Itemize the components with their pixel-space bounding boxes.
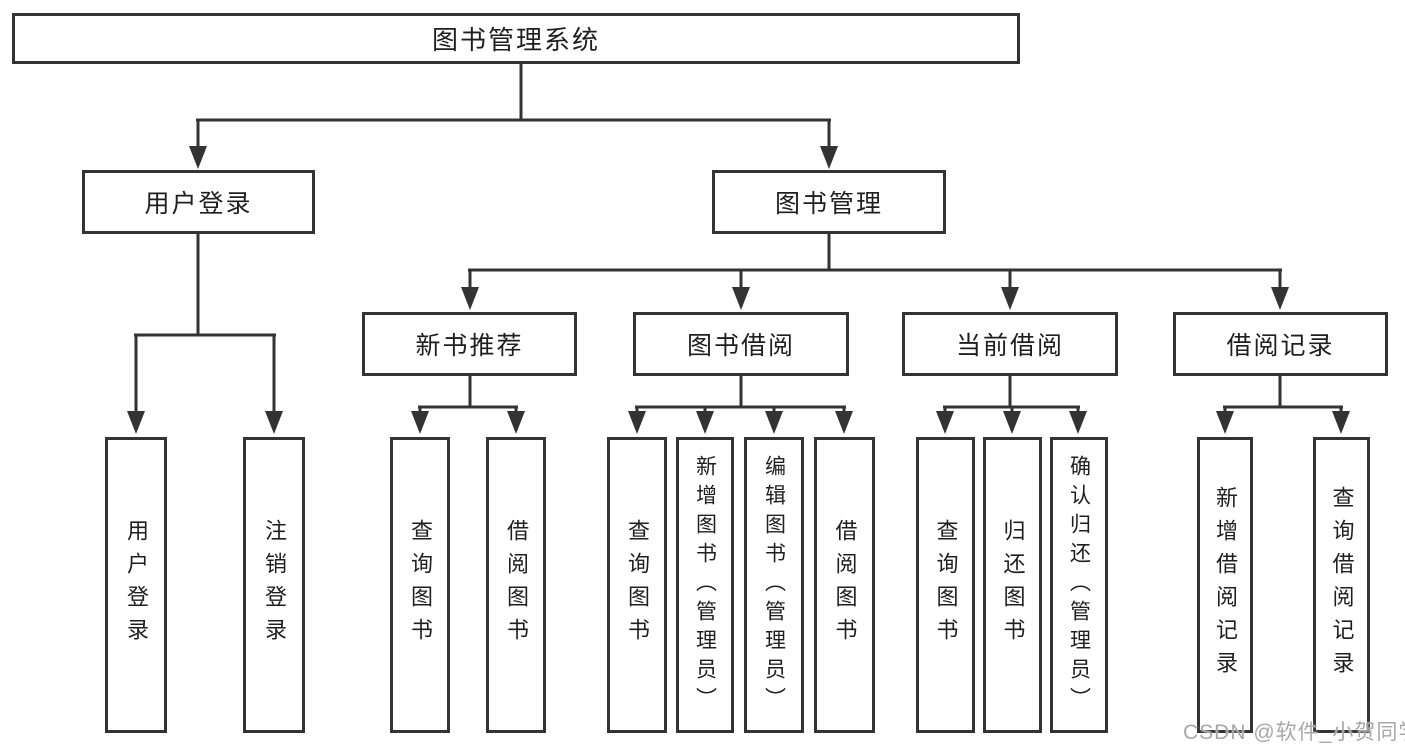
leaf-borrow-books-recommend: 借阅图书 [486,437,546,733]
leaf-add-book-admin-label: 新增图书（管理员） [693,454,717,716]
leaf-add-borrow-record-label: 新增借阅记录 [1213,486,1238,684]
connector-book-management-children [461,234,1289,310]
leaf-borrow-books-label: 借阅图书 [832,519,858,651]
leaf-return-book: 归还图书 [983,437,1042,733]
leaf-add-book-admin: 新增图书（管理员） [676,437,734,733]
leaf-logout: 注销登录 [243,437,305,733]
node-book-borrow-label: 图书借阅 [686,332,795,360]
node-user-login-label: 用户登录 [144,190,253,218]
leaf-user-login-label: 用户登录 [124,519,149,651]
leaf-borrow-books-recommend-label: 借阅图书 [504,519,529,651]
node-book-borrow: 图书借阅 [633,312,849,376]
node-book-management: 图书管理 [712,170,946,234]
node-current-borrow-label: 当前借阅 [955,332,1064,360]
connector-current-borrow-children [936,376,1087,434]
connector-root-to-level2 [189,64,838,169]
node-root-system: 图书管理系统 [12,13,1020,64]
leaf-edit-book-admin-label: 编辑图书（管理员） [762,454,786,716]
leaf-query-books-borrow-label: 查询图书 [625,519,650,651]
leaf-user-login: 用户登录 [105,437,167,733]
leaf-query-books-recommend: 查询图书 [390,437,450,733]
leaf-query-books-borrow: 查询图书 [607,437,667,733]
node-new-book-recommend-label: 新书推荐 [415,332,524,360]
leaf-borrow-books: 借阅图书 [814,437,875,733]
connector-new-book-children [411,376,525,434]
connector-book-borrow-children [628,376,853,434]
leaf-confirm-return-admin-label: 确认归还（管理员） [1067,454,1091,716]
csdn-watermark: CSDN @软件_小贺同学 [1183,721,1405,744]
node-current-borrow: 当前借阅 [902,312,1118,376]
node-user-login: 用户登录 [82,170,315,234]
leaf-add-borrow-record: 新增借阅记录 [1197,437,1253,733]
leaf-return-book-label: 归还图书 [1000,519,1026,651]
leaf-query-books-recommend-label: 查询图书 [408,519,433,651]
node-borrow-record-label: 借阅记录 [1226,332,1335,360]
connector-user-login-children [127,234,283,434]
leaf-query-borrow-record-label: 查询借阅记录 [1329,486,1355,684]
leaf-edit-book-admin: 编辑图书（管理员） [744,437,804,733]
node-book-management-label: 图书管理 [774,190,883,218]
node-root-label: 图书管理系统 [431,25,600,55]
node-borrow-record: 借阅记录 [1173,312,1388,376]
connector-borrow-record-children [1216,376,1350,434]
node-new-book-recommend: 新书推荐 [362,312,577,376]
leaf-query-books-current: 查询图书 [916,437,975,733]
leaf-query-borrow-record: 查询借阅记录 [1313,437,1370,733]
leaf-logout-label: 注销登录 [262,519,287,651]
leaf-confirm-return-admin: 确认归还（管理员） [1050,437,1108,733]
leaf-query-books-current-label: 查询图书 [933,519,959,651]
